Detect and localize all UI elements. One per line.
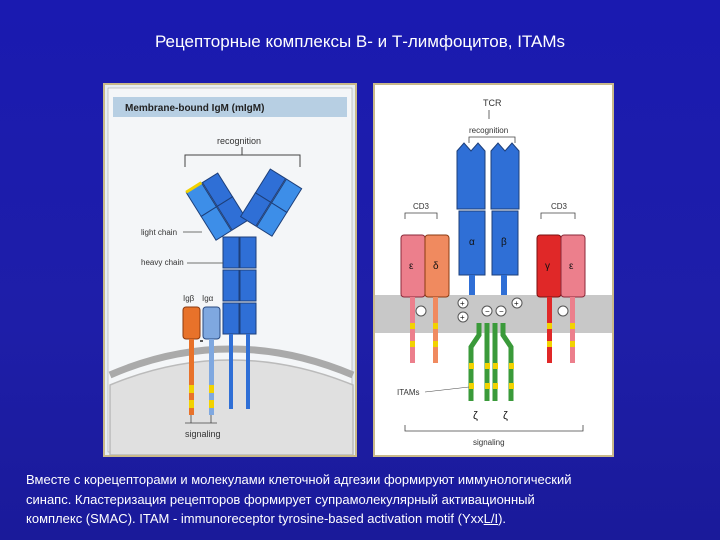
bcr-header: Membrane-bound IgM (mIgM): [125, 103, 264, 114]
epsilon-left-label: ε: [409, 261, 414, 272]
caption-line-1: Вместе с корецепторами и молекулами клет…: [26, 470, 706, 490]
ig-alpha-label: Igα: [202, 294, 214, 303]
bcr-recognition-label: recognition: [217, 136, 261, 146]
ig-beta-label: Igβ: [183, 294, 195, 303]
tcr-diagram: TCR recognition α β CD3 CD3 ε δ: [375, 85, 612, 455]
svg-text:−: −: [485, 307, 490, 316]
heavy-chain-label: heavy chain: [141, 258, 184, 267]
cd3-left-label: CD3: [413, 202, 430, 211]
light-chain-label: light chain: [141, 228, 177, 237]
caption-line-3-text: комплекс (SMAC). ITAM - immunoreceptor t…: [26, 511, 484, 526]
zeta-left-label: ζ: [473, 410, 478, 422]
svg-text:+: +: [514, 299, 519, 308]
tcr-header: TCR: [483, 98, 502, 108]
tcr-diagram-panel: TCR recognition α β CD3 CD3 ε δ: [373, 83, 614, 457]
tcr-signaling-label: signaling: [473, 438, 505, 447]
beta-label: β: [501, 237, 507, 248]
tcr-recognition-label: recognition: [469, 126, 508, 135]
bcr-diagram-panel: Membrane-bound IgM (mIgM) recognition: [103, 83, 357, 457]
caption-line-2: синапс. Кластеризация рецепторов формиру…: [26, 490, 706, 510]
svg-text:−: −: [499, 307, 504, 316]
delta-label: δ: [433, 261, 439, 272]
slide-title: Рецепторные комплексы В- и Т-лимфоцитов,…: [0, 32, 720, 52]
caption-line-3: комплекс (SMAC). ITAM - immunoreceptor t…: [26, 509, 706, 529]
cd3-right-label: CD3: [551, 202, 568, 211]
zeta-right-label: ζ: [503, 410, 508, 422]
alpha-label: α: [469, 237, 475, 248]
svg-text:+: +: [460, 313, 465, 322]
caption-line-3-end: ).: [498, 511, 506, 526]
ig-alpha-domain: [203, 307, 220, 339]
epsilon-right-label: ε: [569, 261, 574, 272]
bcr-diagram: Membrane-bound IgM (mIgM) recognition: [105, 85, 355, 455]
bcr-signaling-label: signaling: [185, 429, 221, 439]
caption-motif-underlined: L/I: [484, 511, 498, 526]
ig-beta-domain: [183, 307, 200, 339]
itams-label: ITAMs: [397, 388, 420, 397]
slide-caption: Вместе с корецепторами и молекулами клет…: [26, 470, 706, 529]
gamma-label: γ: [545, 261, 550, 272]
svg-text:+: +: [460, 299, 465, 308]
